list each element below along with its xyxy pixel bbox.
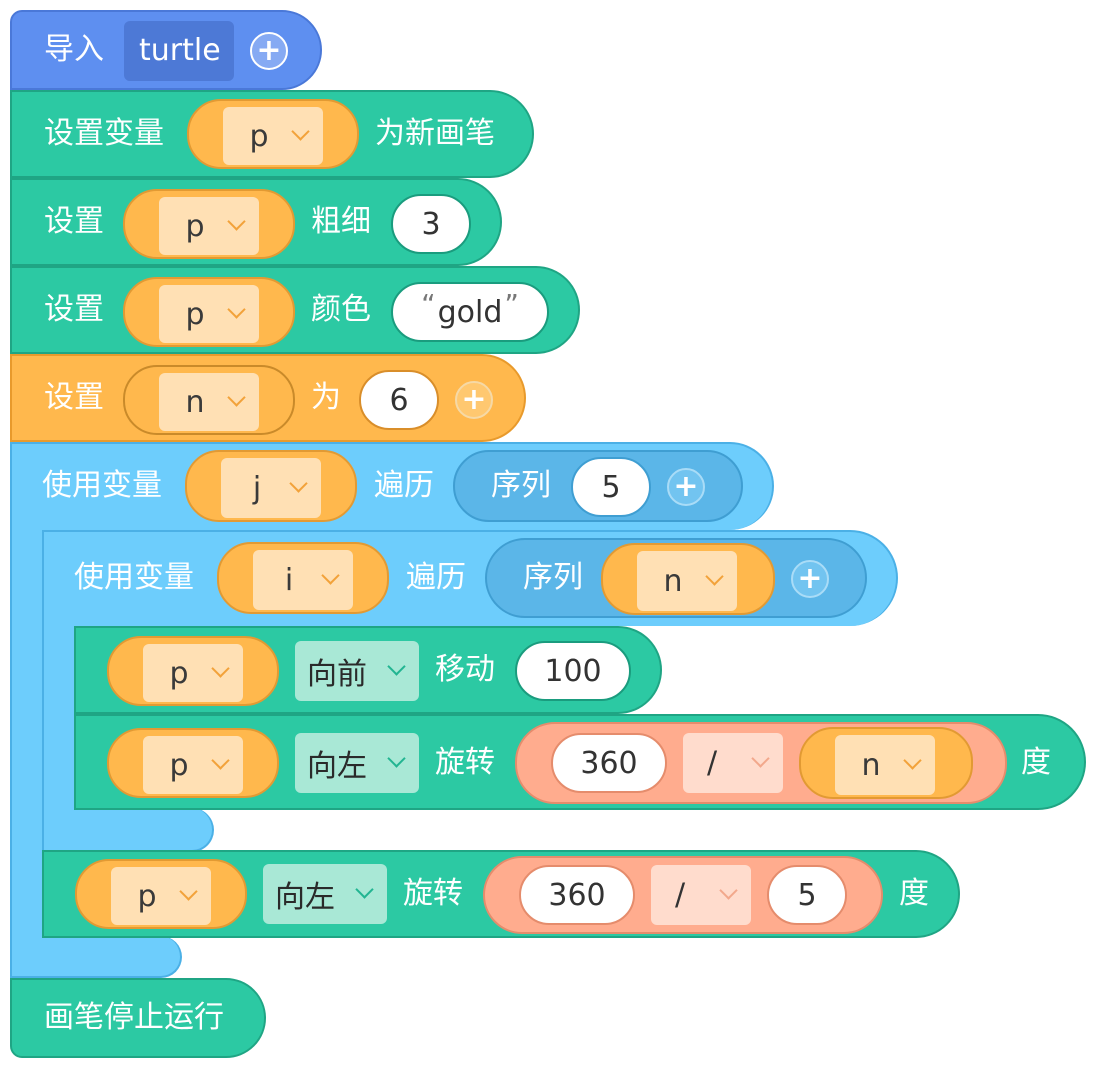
set-color-block[interactable]: 设置 p 颜色 “ gold ” (10, 266, 580, 354)
direction-value: 向左 (307, 749, 367, 784)
dividend-input[interactable]: 360 (551, 733, 667, 793)
variable-name: p (169, 655, 189, 691)
add-sequence-arg-button[interactable]: + (667, 468, 705, 506)
direction-value: 向左 (275, 880, 335, 915)
width-label: 粗细 (311, 204, 371, 239)
module-name: turtle (139, 33, 221, 68)
variable-n-pill[interactable]: n (799, 727, 973, 799)
variable-name: p (137, 878, 157, 914)
set-variable-label: 设置变量 (44, 116, 164, 151)
variable-name: p (169, 747, 189, 783)
direction-value: 向前 (307, 657, 367, 692)
variable-p-pill[interactable]: p (107, 636, 279, 706)
chevron-down-icon (387, 657, 406, 676)
move-forward-block[interactable]: p 向前 移动 100 (74, 626, 662, 714)
variable-name: i (284, 562, 294, 598)
set-width-block[interactable]: 设置 p 粗细 3 (10, 178, 502, 266)
add-sequence-arg-button[interactable]: + (791, 560, 829, 598)
add-assignment-button[interactable]: + (455, 381, 493, 419)
variable-name: p (249, 118, 269, 154)
set-label: 设置 (44, 380, 104, 415)
chevron-down-icon (751, 749, 770, 768)
use-variable-label: 使用变量 (42, 468, 162, 503)
turn-left-block[interactable]: p 向左 旋转 360 / n 度 (74, 714, 1086, 810)
dividend-input[interactable]: 360 (519, 865, 635, 925)
iterate-label: 遍历 (406, 560, 466, 595)
variable-name: n (663, 563, 683, 599)
direction-dropdown[interactable]: 向左 (295, 733, 419, 793)
rotate-label: 旋转 (435, 745, 495, 780)
sequence-count-input[interactable]: 5 (571, 457, 651, 517)
import-block[interactable]: 导入 turtle + (10, 10, 322, 90)
operator-dropdown[interactable]: / (683, 733, 783, 793)
stop-pen-block[interactable]: 画笔停止运行 (10, 978, 266, 1058)
iterate-label: 遍历 (374, 468, 434, 503)
division-expression[interactable]: 360 / n (515, 722, 1007, 804)
variable-i-pill[interactable]: i (217, 542, 389, 614)
variable-p-pill[interactable]: p (187, 99, 359, 169)
variable-name: p (185, 208, 205, 244)
operator-value: / (675, 877, 686, 913)
outer-loop-foot (10, 936, 182, 978)
sequence-label: 序列 (523, 560, 583, 595)
division-expression[interactable]: 360 / 5 (483, 856, 883, 934)
degree-label: 度 (1021, 745, 1051, 780)
variable-name: j (252, 470, 262, 506)
n-value-input[interactable]: 6 (359, 370, 439, 430)
operator-dropdown[interactable]: / (651, 865, 751, 925)
inner-loop-foot (42, 808, 214, 852)
add-import-button[interactable]: + (250, 32, 288, 70)
color-label: 颜色 (311, 292, 371, 327)
move-label: 移动 (435, 652, 495, 687)
variable-p-pill[interactable]: p (107, 728, 279, 798)
sequence-block[interactable]: 序列 n + (485, 538, 867, 618)
divisor-input[interactable]: 5 (767, 865, 847, 925)
sequence-block[interactable]: 序列 5 + (453, 450, 743, 522)
close-quote: ” (504, 287, 519, 321)
turn-left-block[interactable]: p 向左 旋转 360 / 5 度 (42, 850, 960, 938)
variable-p-pill[interactable]: p (75, 859, 247, 929)
import-label: 导入 (44, 32, 104, 67)
operator-value: / (707, 745, 718, 781)
distance-input[interactable]: 100 (515, 641, 631, 701)
variable-name: n (185, 384, 205, 420)
use-variable-label: 使用变量 (74, 560, 194, 595)
set-label: 设置 (44, 292, 104, 327)
rotate-label: 旋转 (403, 876, 463, 911)
sequence-label: 序列 (491, 468, 551, 503)
chevron-down-icon (719, 881, 738, 900)
variable-n-pill[interactable]: n (601, 543, 775, 615)
variable-p-pill[interactable]: p (123, 189, 295, 259)
variable-j-pill[interactable]: j (185, 450, 357, 522)
set-label: 设置 (44, 204, 104, 239)
direction-dropdown[interactable]: 向左 (263, 864, 387, 924)
set-n-block[interactable]: 设置 n 为 6 + (10, 354, 526, 442)
stop-label: 画笔停止运行 (44, 1000, 224, 1035)
degree-label: 度 (899, 876, 929, 911)
variable-p-pill[interactable]: p (123, 277, 295, 347)
color-value: gold (437, 294, 503, 330)
new-pen-block[interactable]: 设置变量 p 为新画笔 (10, 90, 534, 178)
module-dropdown[interactable]: turtle (124, 21, 234, 81)
assign-label: 为 (311, 380, 341, 415)
variable-n-pill[interactable]: n (123, 365, 295, 435)
variable-name: n (861, 747, 881, 783)
open-quote: “ (421, 287, 436, 321)
chevron-down-icon (355, 880, 374, 899)
outer-loop-arm (10, 528, 44, 978)
color-string-input[interactable]: “ gold ” (391, 282, 549, 342)
chevron-down-icon (387, 749, 406, 768)
width-value-input[interactable]: 3 (391, 194, 471, 254)
direction-dropdown[interactable]: 向前 (295, 641, 419, 701)
new-pen-label: 为新画笔 (375, 116, 495, 151)
variable-name: p (185, 296, 205, 332)
